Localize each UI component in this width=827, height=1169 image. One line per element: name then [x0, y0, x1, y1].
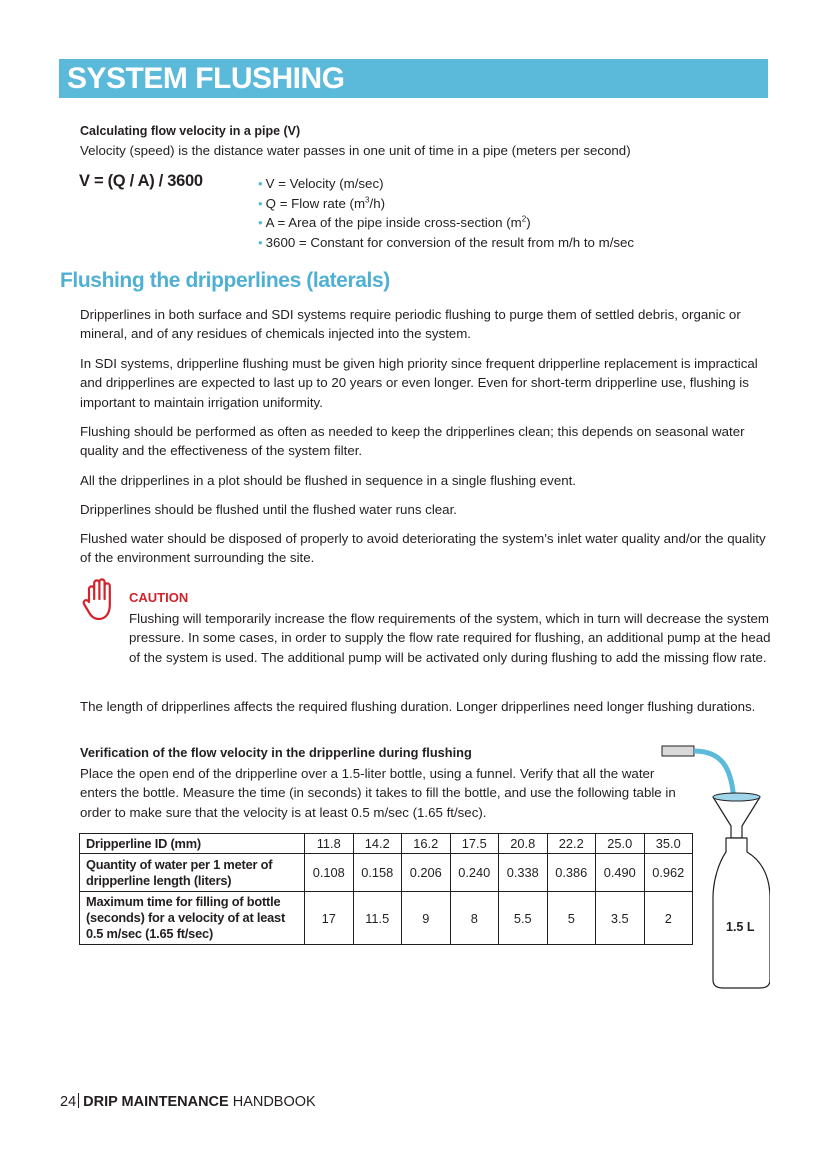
- table-cell: 16.2: [401, 833, 451, 854]
- paragraph: All the dripperlines in a plot should be…: [80, 473, 577, 488]
- bottle-funnel-illustration: [661, 745, 770, 989]
- water-stream: [693, 748, 737, 803]
- table-cell: 0.108: [304, 853, 354, 892]
- bullet-icon: •: [258, 234, 263, 250]
- calc-heading: Calculating flow velocity in a pipe (V): [80, 124, 301, 138]
- caution-title: CAUTION: [129, 590, 189, 605]
- definition-text: /h): [369, 195, 386, 211]
- table-row: Maximum time for filling of bottle (seco…: [79, 891, 693, 945]
- page-title: SYSTEM FLUSHING: [67, 62, 345, 95]
- caution-text: Flushing will temporarily increase the f…: [129, 611, 771, 665]
- verification-heading: Verification of the flow velocity in the…: [80, 745, 472, 760]
- table-cell: 11.5: [352, 891, 402, 945]
- superscript: 2: [521, 214, 527, 224]
- row-header: Dripperline ID (mm): [79, 833, 305, 854]
- calc-description: Velocity (speed) is the distance water p…: [80, 143, 631, 158]
- table-cell: 35.0: [643, 833, 693, 854]
- definition-item: •3600 = Constant for conversion of the r…: [258, 233, 634, 253]
- definition-text: A = Area of the pipe inside cross-sectio…: [265, 215, 522, 231]
- table-cell: 14.2: [352, 833, 402, 854]
- bottle-icon: [712, 837, 770, 989]
- table-cell: 0.206: [401, 853, 451, 892]
- funnel-water: [712, 792, 761, 802]
- table-cell: 0.490: [595, 853, 645, 892]
- table-cell: 8: [449, 891, 499, 945]
- table-cell: 9: [401, 891, 451, 945]
- table-cell: 20.8: [498, 833, 548, 854]
- table-row: Quantity of water per 1 meter of dripper…: [79, 853, 693, 892]
- superscript: 3: [365, 195, 370, 205]
- paragraph: Flushed water should be disposed of prop…: [80, 531, 766, 566]
- table-cell: 25.0: [595, 833, 645, 854]
- footer-brand-bold: DRIP MAINTENANCE: [83, 1094, 229, 1110]
- paragraph: Dripperlines in both surface and SDI sys…: [80, 307, 741, 342]
- section-heading: Flushing the dripperlines (laterals): [60, 269, 390, 292]
- definition-text: Q = Flow rate (m: [265, 195, 366, 211]
- page-number: 24: [60, 1094, 77, 1110]
- flow-velocity-table: Dripperline ID (mm) 11.8 14.2 16.2 17.5 …: [79, 833, 693, 945]
- table-cell: 17: [304, 891, 354, 945]
- definition-text: V = Velocity (m/sec): [265, 176, 384, 191]
- bottle-label: 1.5 L: [726, 920, 755, 934]
- verification-text: Place the open end of the dripperline ov…: [80, 766, 676, 820]
- table-cell: 5.5: [498, 891, 548, 945]
- definition-item: •V = Velocity (m/sec): [258, 174, 634, 194]
- row-header: Quantity of water per 1 meter of dripper…: [79, 853, 305, 892]
- bullet-icon: •: [258, 215, 263, 231]
- table-cell: 22.2: [546, 833, 596, 854]
- definition-text: ): [526, 215, 531, 231]
- table-row: Dripperline ID (mm) 11.8 14.2 16.2 17.5 …: [79, 833, 693, 854]
- definition-item: •Q = Flow rate (m3/h): [258, 194, 634, 214]
- paragraph: The length of dripperlines affects the r…: [80, 699, 756, 714]
- table-cell: 0.338: [498, 853, 548, 892]
- velocity-formula: V = (Q / A) / 3600: [79, 172, 203, 190]
- table-cell: 0.240: [449, 853, 499, 892]
- formula-definitions: •V = Velocity (m/sec) •Q = Flow rate (m3…: [258, 174, 634, 252]
- page-footer: 24 DRIP MAINTENANCE HANDBOOK: [60, 1093, 316, 1110]
- footer-divider: [78, 1093, 80, 1108]
- table-cell: 5: [546, 891, 596, 945]
- paragraph: Dripperlines should be flushed until the…: [80, 502, 457, 517]
- paragraph: Flushing should be performed as often as…: [80, 424, 745, 459]
- table-cell: 17.5: [449, 833, 499, 854]
- table-cell: 3.5: [595, 891, 645, 945]
- title-banner: SYSTEM FLUSHING: [59, 59, 768, 98]
- table-cell: 0.386: [546, 853, 596, 892]
- footer-brand-rest: HANDBOOK: [232, 1094, 316, 1110]
- definition-text: 3600 = Constant for conversion of the re…: [265, 234, 635, 250]
- stop-hand-icon: [82, 578, 111, 621]
- paragraph: In SDI systems, dripperline flushing mus…: [80, 356, 758, 410]
- bullet-icon: •: [258, 195, 263, 211]
- table-cell: 11.8: [304, 833, 354, 854]
- table-cell: 0.158: [352, 853, 402, 892]
- table-cell: 2: [643, 891, 693, 945]
- table-cell: 0.962: [643, 853, 693, 892]
- row-header: Maximum time for filling of bottle (seco…: [79, 891, 305, 945]
- funnel-icon: [712, 796, 761, 839]
- bullet-icon: •: [258, 176, 263, 191]
- definition-item: •A = Area of the pipe inside cross-secti…: [258, 213, 634, 233]
- dripperline-pipe: [661, 745, 695, 757]
